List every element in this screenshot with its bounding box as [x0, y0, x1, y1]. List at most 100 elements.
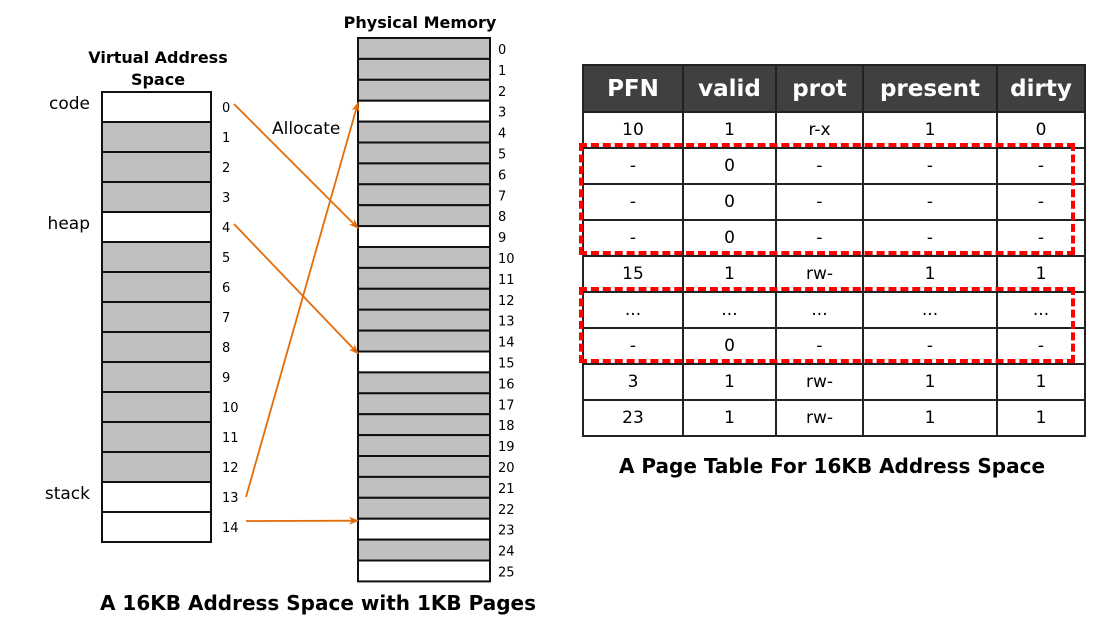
- virtual-page: [101, 211, 212, 243]
- physical-frame-number: 2: [498, 85, 506, 100]
- physical-frame-number: 25: [498, 566, 515, 581]
- virtual-page-number: 4: [222, 221, 230, 236]
- table-cell: 1: [996, 255, 1086, 293]
- mapping-arrow: [233, 103, 359, 229]
- table-cell: 0: [996, 111, 1086, 149]
- physical-frame-number: 21: [498, 482, 515, 497]
- mapping-arrow: [245, 101, 360, 498]
- virtual-page-number: 10: [222, 401, 239, 416]
- table-cell: -: [775, 183, 864, 221]
- physical-frame: [357, 455, 491, 478]
- physical-frame-number: 10: [498, 252, 515, 267]
- physical-frame-number: 23: [498, 524, 515, 539]
- table-cell: ...: [775, 291, 864, 329]
- physical-frame-number: 4: [498, 127, 506, 142]
- physical-frame-number: 17: [498, 398, 515, 413]
- physical-frame-number: 3: [498, 106, 506, 121]
- table-cell: rw-: [775, 363, 864, 401]
- mapping-arrow: [233, 223, 359, 355]
- allocate-label: Allocate: [272, 119, 340, 139]
- column-header-dirty: dirty: [996, 64, 1086, 113]
- table-row: -0---: [582, 219, 1086, 257]
- physical-frame: [357, 434, 491, 458]
- physical-frame: [357, 37, 491, 60]
- table-cell: 1: [682, 399, 777, 437]
- table-cell: r-x: [775, 111, 864, 149]
- table-cell: rw-: [775, 255, 864, 293]
- virtual-page: [101, 331, 212, 363]
- virtual-page-number: 6: [222, 281, 230, 296]
- physical-frame: [357, 413, 491, 437]
- physical-frame: [357, 120, 491, 144]
- virtual-page-number: 0: [222, 101, 230, 116]
- table-cell: 1: [682, 111, 777, 149]
- table-cell: ...: [682, 291, 777, 329]
- virtual-page: [101, 151, 212, 183]
- table-cell: -: [775, 327, 864, 365]
- table-cell: rw-: [775, 399, 864, 437]
- physical-frame: [357, 517, 491, 541]
- physical-frame-number: 15: [498, 357, 515, 372]
- table-cell: 1: [996, 399, 1086, 437]
- table-cell: 0: [682, 327, 777, 365]
- physical-frame: [357, 246, 491, 269]
- virtual-page: [101, 481, 212, 513]
- table-cell: -: [862, 183, 998, 221]
- physical-frame: [357, 287, 491, 311]
- virtual-page-number: 13: [222, 491, 239, 506]
- physical-frame: [357, 392, 491, 416]
- physical-frame-number: 18: [498, 419, 515, 434]
- physical-frame: [357, 141, 491, 165]
- virtual-page-number: 2: [222, 161, 230, 176]
- table-cell: -: [996, 183, 1086, 221]
- virtual-page: [101, 181, 212, 213]
- table-cell: 1: [862, 111, 998, 149]
- physical-frame: [357, 266, 491, 290]
- physical-frame-number: 16: [498, 377, 515, 392]
- virtual-page: [101, 271, 212, 303]
- physical-frame-number: 24: [498, 545, 515, 560]
- physical-frame: [357, 162, 491, 186]
- table-cell: ...: [862, 291, 998, 329]
- table-row: ...............: [582, 291, 1086, 329]
- physical-frame-number: 12: [498, 294, 515, 309]
- column-header-prot: prot: [775, 64, 864, 113]
- table-row: -0---: [582, 183, 1086, 221]
- physical-frame: [357, 78, 491, 102]
- physical-frame: [357, 538, 491, 562]
- table-cell: 1: [682, 255, 777, 293]
- table-cell: ...: [996, 291, 1086, 329]
- virtual-title: Space: [131, 70, 185, 89]
- table-cell: -: [862, 219, 998, 257]
- table-cell: 10: [582, 111, 684, 149]
- physical-frame: [357, 559, 491, 583]
- table-cell: -: [775, 147, 864, 185]
- table-cell: 0: [682, 219, 777, 257]
- virtual-page: [101, 451, 212, 483]
- table-cell: 1: [862, 399, 998, 437]
- table-cell: -: [775, 219, 864, 257]
- virtual-page: [101, 391, 212, 423]
- table-cell: -: [862, 327, 998, 365]
- physical-frame-number: 7: [498, 189, 506, 204]
- physical-frame: [357, 99, 491, 123]
- table-cell: -: [582, 183, 684, 221]
- physical-frame-number: 19: [498, 440, 515, 455]
- table-cell: -: [862, 147, 998, 185]
- virtual-page-number: 11: [222, 431, 239, 446]
- virtual-page-number: 12: [222, 461, 239, 476]
- virtual-page-number: 9: [222, 371, 230, 386]
- physical-title: Physical Memory: [344, 13, 497, 32]
- table-cell: -: [582, 147, 684, 185]
- table-cell: 0: [682, 147, 777, 185]
- column-header-present: present: [862, 64, 998, 113]
- column-header-valid: valid: [682, 64, 777, 113]
- table-cell: -: [996, 219, 1086, 257]
- table-cell: 1: [862, 255, 998, 293]
